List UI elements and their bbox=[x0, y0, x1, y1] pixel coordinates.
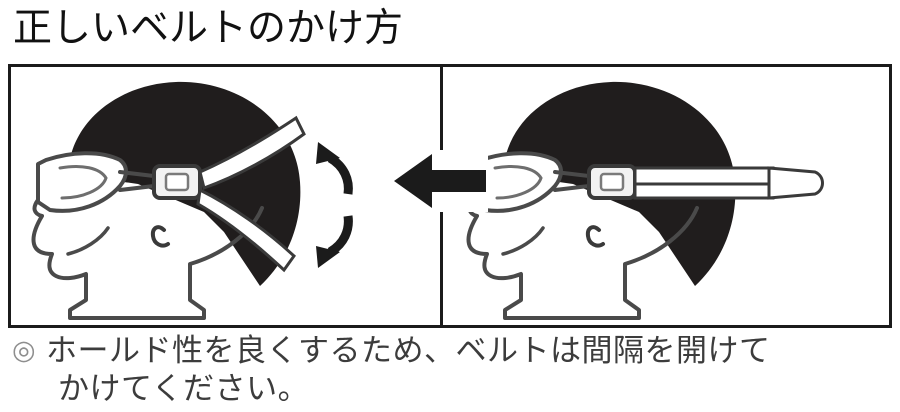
strap-tail-after bbox=[767, 166, 824, 200]
strap-joined-upper-after bbox=[633, 166, 775, 186]
rotation-arrow-up-before bbox=[316, 142, 353, 195]
caption-line-1: ◎ ホールド性を良くするため、ベルトは間隔を開けて bbox=[12, 332, 896, 370]
ear-after bbox=[585, 225, 605, 248]
caption-block: ◎ ホールド性を良くするため、ベルトは間隔を開けて かけてください。 bbox=[12, 332, 896, 408]
goggle-lens-inner-after bbox=[493, 164, 543, 200]
caption-text-line-2: かけてください。 bbox=[58, 371, 310, 407]
strap-lower-before bbox=[196, 187, 296, 273]
transition-arrow-left-icon bbox=[392, 150, 488, 212]
goggle-lens-before bbox=[36, 151, 128, 213]
head-with-goggles-joined-straps-illustration bbox=[466, 81, 824, 320]
strap-joined-lower-after bbox=[633, 182, 775, 200]
rotation-arrow-down-before bbox=[316, 215, 353, 268]
strap-upper-before bbox=[198, 115, 306, 190]
figure-panel-after bbox=[443, 64, 892, 328]
strap-buckle-slot-before bbox=[164, 172, 190, 192]
cheek-line-before bbox=[66, 226, 110, 256]
ear-before bbox=[150, 225, 170, 248]
face-outline-before bbox=[31, 174, 264, 320]
strap-buckle-slot-after bbox=[599, 172, 625, 192]
page-title: 正しいベルトのかけ方 bbox=[13, 6, 404, 51]
figure-panel-before bbox=[8, 64, 443, 328]
cheek-line-after bbox=[501, 226, 545, 256]
head-with-goggles-split-straps-illustration bbox=[31, 81, 353, 320]
goggle-lens-inner-before bbox=[58, 164, 108, 200]
caption-text-line-1: ホールド性を良くするため、ベルトは間隔を開けて bbox=[46, 333, 771, 369]
caption-bullet-icon: ◎ bbox=[12, 335, 37, 366]
